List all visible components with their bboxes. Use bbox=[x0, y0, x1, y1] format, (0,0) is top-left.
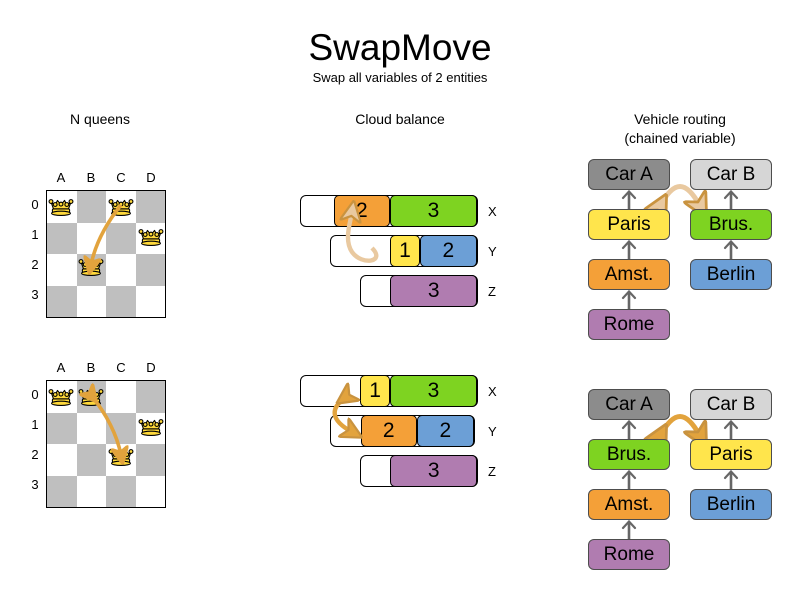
cloud-process-x-1[interactable]: 2 bbox=[333, 194, 390, 227]
cloud-computer-label-z: Z bbox=[488, 464, 496, 479]
board-cell-a3[interactable] bbox=[47, 285, 77, 317]
board-row-label-0: 0 bbox=[31, 197, 39, 212]
cloud-process-y-1[interactable]: 2 bbox=[360, 414, 417, 447]
page-subtitle: Swap all variables of 2 entities bbox=[312, 70, 488, 85]
board-cell-d3[interactable] bbox=[135, 475, 165, 507]
board-col-label-d: D bbox=[146, 360, 156, 375]
cloud-process-y-1[interactable]: 1 bbox=[390, 234, 420, 267]
board-cell-a1[interactable] bbox=[47, 412, 77, 444]
cloud-bar-z[interactable]: 3 bbox=[360, 454, 478, 487]
cloud-process-x-2[interactable]: 3 bbox=[390, 194, 478, 227]
queen-d1-icon[interactable] bbox=[136, 410, 166, 440]
vrp-node-paris[interactable]: Paris bbox=[588, 209, 670, 240]
vrp-node-car-b[interactable]: Car B bbox=[690, 159, 772, 190]
cloud-bar-y-free-space bbox=[331, 235, 390, 267]
vrp-node-car-a[interactable]: Car A bbox=[588, 389, 670, 420]
vrp-node-rome[interactable]: Rome bbox=[588, 539, 670, 570]
page-title: SwapMove bbox=[308, 27, 492, 68]
cloud-bar-z-free-space bbox=[361, 455, 390, 487]
board-row-label-0: 0 bbox=[31, 387, 39, 402]
cloud-computer-label-x: X bbox=[488, 204, 497, 219]
board-row-label-3: 3 bbox=[31, 477, 39, 492]
section-title-vehicle-routing-line2: (chained variable) bbox=[624, 130, 736, 146]
board-col-label-c: C bbox=[116, 170, 126, 185]
board-cell-c3[interactable] bbox=[106, 475, 136, 507]
vrp-node-amst[interactable]: Amst. bbox=[588, 259, 670, 290]
board-cell-a2[interactable] bbox=[47, 444, 77, 476]
queen-a0-icon[interactable] bbox=[46, 380, 76, 410]
vrp-node-brus[interactable]: Brus. bbox=[588, 439, 670, 470]
vrp-node-amst[interactable]: Amst. bbox=[588, 489, 670, 520]
cloud-bar-z-free-space bbox=[361, 275, 390, 307]
vrp-node-brus[interactable]: Brus. bbox=[690, 209, 772, 240]
section-title-cloud-balance: Cloud balance bbox=[355, 111, 445, 127]
cloud-process-y-2[interactable]: 2 bbox=[419, 234, 477, 267]
board-cell-c3[interactable] bbox=[106, 285, 136, 317]
cloud-bar-z[interactable]: 3 bbox=[360, 274, 478, 307]
cloud-process-x-1[interactable]: 1 bbox=[360, 374, 390, 407]
section-title-vehicle-routing: Vehicle routing (chained variable) bbox=[580, 110, 780, 148]
board-cell-d2[interactable] bbox=[135, 254, 165, 286]
cloud-process-z-1[interactable]: 3 bbox=[390, 274, 477, 307]
cloud-bar-x-free-space bbox=[301, 375, 360, 407]
vrp-node-berlin[interactable]: Berlin bbox=[690, 489, 772, 520]
board-cell-d2[interactable] bbox=[135, 444, 165, 476]
board-col-label-a: A bbox=[56, 360, 66, 375]
board-row-label-1: 1 bbox=[31, 227, 39, 242]
queen-d1-icon[interactable] bbox=[136, 220, 166, 250]
section-title-vehicle-routing-line1: Vehicle routing bbox=[634, 111, 726, 127]
board-row-label-1: 1 bbox=[31, 417, 39, 432]
section-title-n-queens: N queens bbox=[70, 111, 130, 127]
board-cell-a3[interactable] bbox=[47, 475, 77, 507]
vrp-node-paris[interactable]: Paris bbox=[690, 439, 772, 470]
board-row-label-2: 2 bbox=[31, 257, 39, 272]
cloud-computer-label-y: Y bbox=[488, 424, 497, 439]
board-cell-d3[interactable] bbox=[135, 285, 165, 317]
board-col-label-d: D bbox=[146, 170, 156, 185]
cloud-bar-x-free-space bbox=[301, 195, 334, 227]
cloud-computer-label-z: Z bbox=[488, 284, 496, 299]
cloud-process-x-2[interactable]: 3 bbox=[389, 374, 477, 407]
board-col-label-a: A bbox=[56, 170, 66, 185]
vrp-node-car-b[interactable]: Car B bbox=[690, 389, 772, 420]
board-col-label-b: B bbox=[86, 360, 96, 375]
cloud-computer-label-y: Y bbox=[488, 244, 497, 259]
queen-a0-icon[interactable] bbox=[46, 190, 76, 220]
board-col-label-c: C bbox=[116, 360, 126, 375]
board-cell-a2[interactable] bbox=[47, 254, 77, 286]
board-row-label-2: 2 bbox=[31, 447, 39, 462]
board-cell-b3[interactable] bbox=[76, 285, 106, 317]
board-col-label-b: B bbox=[86, 170, 96, 185]
board-cell-d0[interactable] bbox=[135, 191, 165, 223]
cloud-process-z-1[interactable]: 3 bbox=[390, 454, 477, 487]
board-row-label-3: 3 bbox=[31, 287, 39, 302]
n-queens-board-after: A B C D 0 1 2 3 bbox=[0, 360, 200, 520]
board-cell-b3[interactable] bbox=[76, 475, 106, 507]
vrp-node-car-a[interactable]: Car A bbox=[588, 159, 670, 190]
cloud-bar-y-free-space bbox=[331, 415, 361, 447]
cloud-computer-label-x: X bbox=[488, 384, 497, 399]
board-cell-a1[interactable] bbox=[47, 222, 77, 254]
board-cell-d0[interactable] bbox=[135, 381, 165, 413]
vrp-node-berlin[interactable]: Berlin bbox=[690, 259, 772, 290]
cloud-process-y-2[interactable]: 2 bbox=[416, 414, 474, 447]
vrp-node-rome[interactable]: Rome bbox=[588, 309, 670, 340]
